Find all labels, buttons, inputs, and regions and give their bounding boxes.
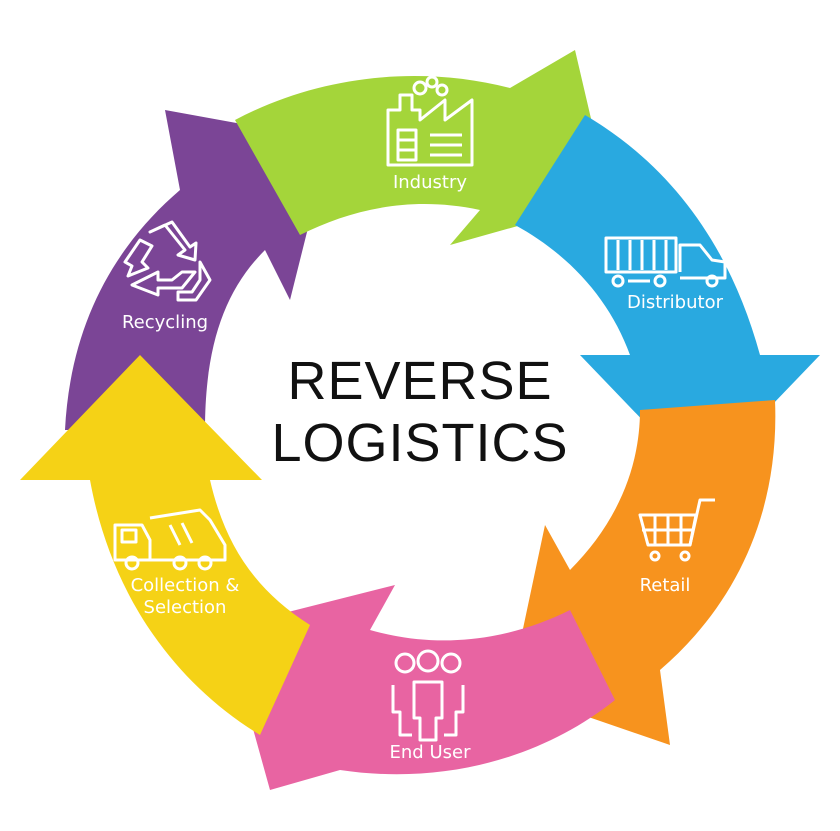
end-user-arrow <box>225 585 615 790</box>
industry-arrow <box>235 50 610 245</box>
truck-icon <box>604 236 727 288</box>
recycle-icon <box>123 220 212 302</box>
stage-label-collection-line2: Selection <box>143 597 227 618</box>
title-line-1: REVERSE <box>287 351 553 411</box>
stage-label-recycling: Recycling <box>121 312 209 333</box>
recycling-arrow <box>65 110 330 430</box>
distributor-arrow <box>515 115 820 480</box>
title-line-2: LOGISTICS <box>271 413 569 473</box>
shopping-cart-icon <box>638 498 715 562</box>
garbage-truck-icon <box>113 508 227 571</box>
stage-label-end-user: End User <box>389 742 471 763</box>
stage-label-distributor: Distributor <box>626 292 723 313</box>
diagram-title: REVERSE LOGISTICS <box>220 350 620 474</box>
stage-label-retail: Retail <box>639 575 691 596</box>
collection-arrow <box>20 355 310 735</box>
stage-label-industry: Industry <box>392 172 468 193</box>
people-icon <box>391 649 465 742</box>
stage-label-collection: Collection & Selection <box>110 575 260 619</box>
factory-icon <box>386 75 474 167</box>
stage-label-collection-line1: Collection & <box>130 575 240 596</box>
